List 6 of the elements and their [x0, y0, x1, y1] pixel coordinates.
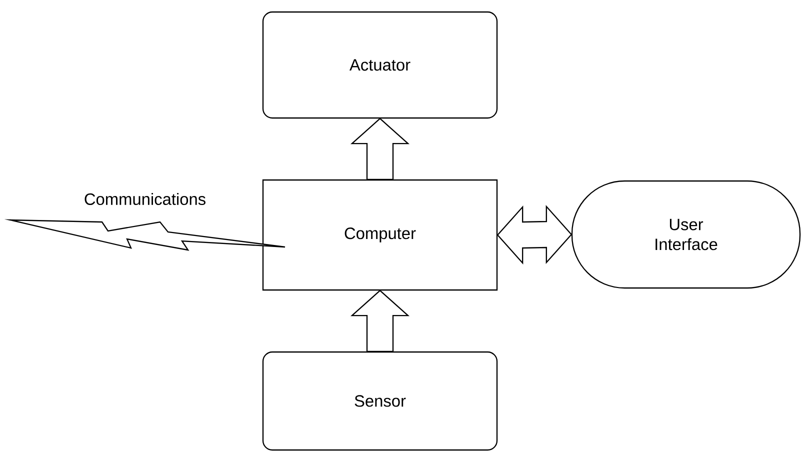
rounded-box: Sensor: [262, 351, 498, 451]
block-arrow: [350, 290, 410, 352]
block-arrow: [350, 118, 410, 180]
rounded-box: Actuator: [262, 11, 498, 119]
label-text: Communications: [84, 192, 206, 206]
process-box: Computer: [262, 179, 498, 291]
